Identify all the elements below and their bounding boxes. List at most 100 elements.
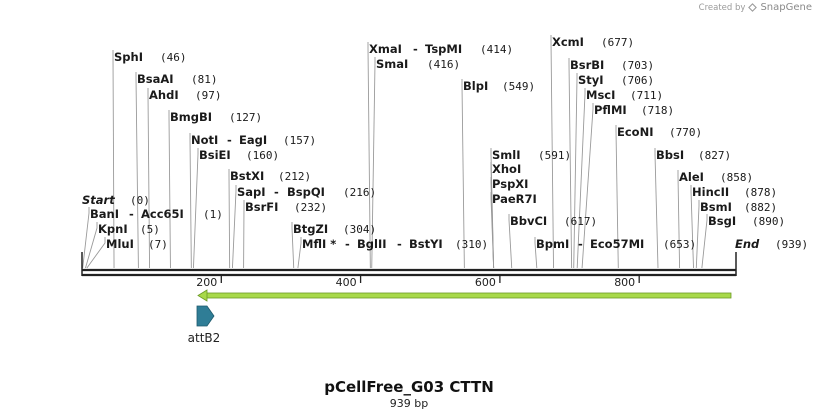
pos-bsrfi: (232) [294, 201, 327, 214]
label-sapi: SapI [237, 185, 266, 199]
label-mlui: MluI [106, 237, 134, 251]
pos-bsmi: (882) [744, 201, 777, 214]
leader-line-bani [82, 207, 90, 269]
axis-tick-label: 600 [475, 276, 496, 289]
sep-sapi: - [274, 185, 279, 199]
credit-prefix: Created by [698, 2, 746, 13]
label-bsiei: BsiEI [199, 148, 231, 162]
label-bbsi: BbsI [656, 148, 684, 162]
pos-end: (939) [775, 238, 808, 251]
leader-line-xcmi [550, 35, 554, 269]
leader-line-smai [371, 57, 376, 269]
label-tspmi: TspMI [425, 42, 462, 56]
leader-line-styi [573, 73, 578, 269]
label-xmai: XmaI [369, 42, 402, 56]
axis-tick-label: 800 [614, 276, 635, 289]
label-styi: StyI [578, 73, 604, 87]
pos-bmgbi: (127) [229, 111, 262, 124]
pos-bbsi: (827) [698, 149, 731, 162]
label-hincii: HincII [692, 185, 729, 199]
pos-msci: (711) [630, 89, 663, 102]
label-bsmi: BsmI [700, 200, 732, 214]
leader-line-pflmi [581, 103, 594, 269]
leader-line-msci [576, 88, 586, 269]
label-bmgbi: BmgBI [170, 110, 212, 124]
label-econi: EcoNI [617, 125, 653, 139]
label-btgzi: BtgZI [293, 222, 328, 236]
pos-ahdi: (97) [195, 89, 222, 102]
leader-line-bbvci [508, 214, 513, 269]
label-alei: AleI [679, 170, 704, 184]
label-pspxi: PspXI [492, 177, 528, 191]
pos-kpni: (5) [140, 223, 160, 236]
leader-line-noti [189, 133, 192, 269]
pos-bsrbi: (703) [621, 59, 654, 72]
pos-bsaai: (81) [191, 73, 218, 86]
label-mfli: MflI * [302, 237, 336, 251]
orf-arrow [197, 289, 732, 302]
axis-tick-label: 400 [336, 276, 357, 289]
label-acc65i: Acc65I [141, 207, 184, 221]
label-bglii: BglII [357, 237, 387, 251]
label-eagi: EagI [239, 133, 267, 147]
leader-line-mlui [86, 237, 106, 269]
sep-noti: - [227, 133, 232, 147]
pos-xmai: (414) [480, 43, 513, 56]
label-xcmi: XcmI [552, 35, 584, 49]
pos-sapi: (216) [343, 186, 376, 199]
attb2-feature: attB2 [188, 305, 221, 345]
pos-blpi: (549) [502, 80, 535, 93]
leader-line-bsrbi [568, 58, 573, 269]
leader-line-blpi [461, 79, 465, 269]
snapgene-logo-icon [748, 3, 758, 12]
label-smai: SmaI [376, 57, 408, 71]
label-bbvci: BbvCI [510, 214, 547, 228]
label-bstxi: BstXI [230, 169, 264, 183]
pos-mfli: (310) [455, 238, 488, 251]
label-kpni: KpnI [98, 222, 128, 236]
pos-xcmi: (677) [601, 36, 634, 49]
leader-line-sapi [231, 185, 237, 269]
label-sphi: SphI [114, 50, 143, 64]
pos-bpmi: (653) [663, 238, 696, 251]
leader-line-bstxi [228, 169, 231, 269]
label-bspqi: BspQI [287, 185, 325, 199]
label-bsaai: BsaAI [137, 72, 174, 86]
pos-styi: (706) [621, 74, 654, 87]
label-bsrfi: BsrFI [245, 200, 278, 214]
label-bpmi: BpmI [536, 237, 569, 251]
pos-smli: (591) [538, 149, 571, 162]
leader-line-ahdi [147, 88, 151, 269]
credit-brand: SnapGene [760, 2, 812, 13]
leader-line-btgzi [291, 222, 295, 269]
attb2-feature-arrow [196, 305, 215, 327]
label-start: Start [82, 193, 115, 207]
pos-bstxi: (212) [278, 170, 311, 183]
sep-bani: - [129, 207, 134, 221]
map-length: 939 bp [389, 397, 429, 410]
pos-start: (0) [130, 194, 150, 207]
leader-line-hincii [690, 185, 694, 269]
label-paer7i: PaeR7I [492, 192, 537, 206]
leader-line-bpmi [534, 237, 538, 269]
attb2-label: attB2 [188, 331, 221, 345]
site-leader-lines [82, 35, 708, 269]
leader-line-econi [615, 125, 619, 269]
label-ahdi: AhdI [149, 88, 179, 102]
pos-mlui: (7) [148, 238, 168, 251]
label-bstyi: BstYI [409, 237, 443, 251]
axis-tick-label: 200 [196, 276, 217, 289]
pos-bbvci: (617) [564, 215, 597, 228]
label-end: End [735, 237, 760, 251]
pos-noti: (157) [283, 134, 316, 147]
label-bsrbi: BsrBI [570, 58, 604, 72]
sep-xmai: - [413, 42, 418, 56]
leader-line-bsmi [695, 200, 700, 269]
leader-line-bmgbi [168, 110, 171, 269]
pos-hincii: (878) [744, 186, 777, 199]
pos-sphi: (46) [160, 51, 187, 64]
label-noti: NotI [191, 133, 218, 147]
leader-line-alei [677, 170, 681, 269]
snapgene-credit: Created by SnapGene [699, 2, 812, 13]
